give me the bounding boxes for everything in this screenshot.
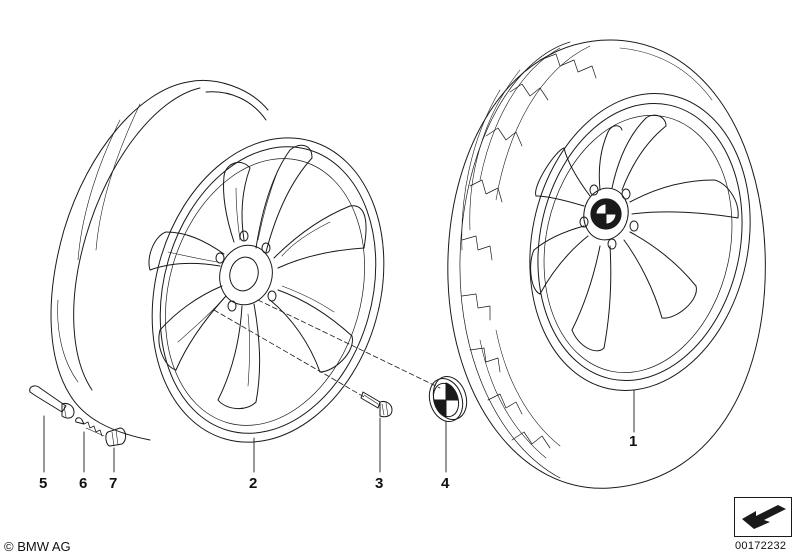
wheel-bolt[interactable]	[360, 391, 393, 418]
callout-4[interactable]: 4	[441, 475, 450, 492]
callout-7[interactable]: 7	[109, 475, 118, 492]
callout-6[interactable]: 6	[79, 475, 88, 492]
light-alloy-rim[interactable]	[50, 79, 418, 469]
copyright-text: © BMW AG	[4, 539, 71, 554]
leader-lines	[43, 389, 635, 473]
document-number: 00172232	[735, 540, 787, 552]
wheel-assembly[interactable]	[447, 39, 777, 489]
assembly-line	[213, 309, 367, 399]
callout-2[interactable]: 2	[249, 475, 258, 492]
callout-1[interactable]: 1	[629, 433, 638, 450]
valve-stem[interactable]	[29, 385, 75, 419]
orientation-arrow-icon	[734, 497, 792, 537]
valve-cap[interactable]	[105, 427, 127, 447]
callout-3[interactable]: 3	[375, 475, 384, 492]
valve-insert[interactable]	[75, 417, 105, 437]
assembly-line	[257, 299, 441, 389]
callout-5[interactable]: 5	[39, 475, 48, 492]
hub-cap[interactable]	[424, 372, 472, 426]
